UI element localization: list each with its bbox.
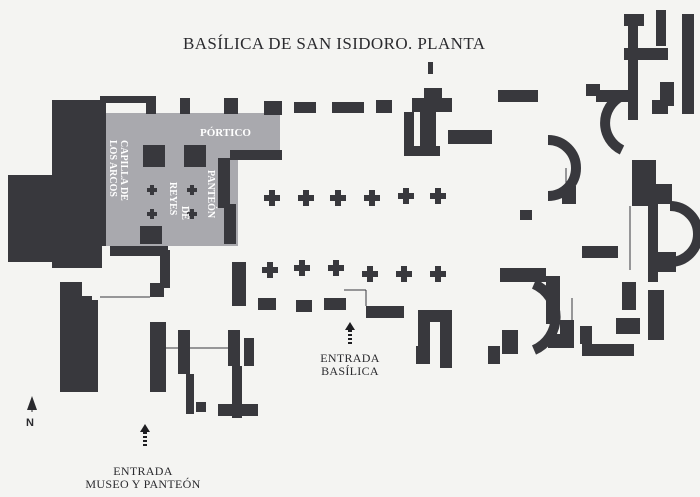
entrance-museo-label: ENTRADA MUSEO Y PANTEÓN — [80, 465, 206, 491]
nave-columns — [147, 185, 446, 282]
arrow-museo-icon — [140, 424, 150, 446]
label-panteon-line2: DE — [179, 206, 190, 220]
north-arrow-icon — [27, 396, 37, 412]
entrance-basilica-line1: ENTRADA — [320, 351, 380, 365]
arrow-basilica-icon — [345, 322, 355, 344]
entrance-basilica-line2: BASÍLICA — [321, 364, 379, 378]
north-label: N — [26, 417, 34, 429]
entrance-basilica-label: ENTRADA BASÍLICA — [314, 352, 386, 378]
walls — [8, 10, 700, 418]
label-portico: PÓRTICO — [200, 127, 251, 139]
label-panteon-line3: REYES — [167, 182, 178, 216]
label-capilla-line2: LOS ARCOS — [107, 140, 118, 197]
highlight-zone — [106, 113, 280, 246]
plan-title: BASÍLICA DE SAN ISIDORO. PLANTA — [183, 34, 486, 53]
label-capilla-line1: CAPILLA DE — [118, 140, 129, 201]
door-lines — [100, 168, 631, 349]
label-panteon-line1: PANTEÓN — [205, 170, 217, 219]
entrance-museo-line2: MUSEO Y PANTEÓN — [85, 477, 201, 491]
entrance-museo-line1: ENTRADA — [113, 464, 173, 478]
